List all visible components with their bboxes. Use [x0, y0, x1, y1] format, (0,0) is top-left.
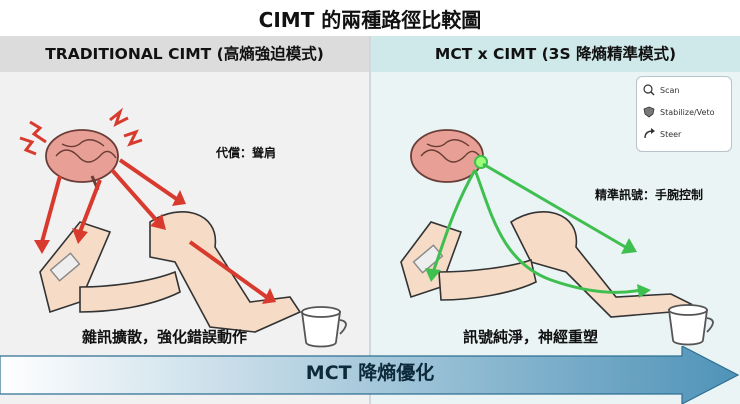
- legend-box: Scan Stabilize/Veto Steer: [636, 76, 732, 152]
- legend-item-steer: Steer: [643, 125, 681, 143]
- noise-arrows: [34, 158, 276, 304]
- mct-caption: 訊號純淨，神經重塑: [463, 328, 599, 346]
- wrist-bandage: [49, 252, 81, 282]
- traditional-illustration: [19, 107, 347, 348]
- brain-right: [410, 129, 488, 183]
- traditional-caption: 雜訊擴散，強化錯誤動作: [82, 328, 248, 346]
- panel-divider: [369, 36, 371, 404]
- noise-sparks: [19, 107, 143, 156]
- compensation-note: 代償：聳肩: [216, 146, 277, 160]
- traditional-header: TRADITIONAL CIMT (高熵強迫模式): [0, 36, 369, 72]
- signal-note: 精準訊號：手腕控制: [595, 188, 704, 202]
- cup-right: [667, 304, 714, 346]
- banner-label: MCT 降熵優化: [305, 362, 435, 384]
- shield-icon: [643, 106, 655, 118]
- wrist-bandage-right: [412, 244, 444, 274]
- brain-left: [45, 129, 119, 191]
- mct-panel: MCT x CIMT (3S 降熵精準模式): [371, 36, 740, 404]
- banner-arrow: [0, 346, 740, 404]
- mct-header: MCT x CIMT (3S 降熵精準模式): [371, 36, 740, 72]
- legend-item-scan: Scan: [643, 81, 679, 99]
- optimization-banner: [0, 346, 740, 404]
- steer-arrow-icon: [644, 128, 655, 139]
- diagram-title: CIMT 的兩種路徑比較圖: [258, 8, 482, 32]
- signal-arrows: [425, 162, 651, 298]
- legend-item-stabilize: Stabilize/Veto: [643, 103, 714, 121]
- mct-illustration: [400, 129, 714, 346]
- scan-icon: [643, 84, 655, 96]
- arm-right: [400, 211, 693, 318]
- cup-left: [300, 306, 347, 348]
- traditional-panel: TRADITIONAL CIMT (高熵強迫模式): [0, 36, 369, 404]
